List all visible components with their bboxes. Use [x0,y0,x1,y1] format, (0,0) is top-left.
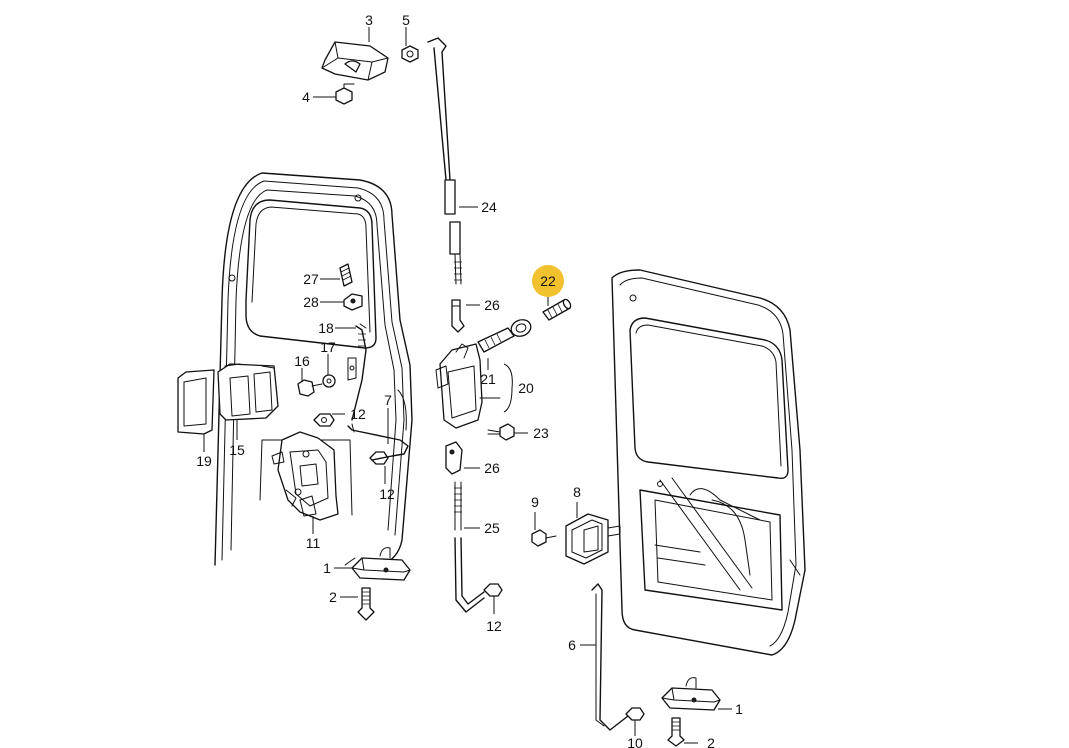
part-26-clip-upper [451,299,465,333]
callout-3: 3 [365,12,373,28]
callout-21: 21 [480,371,496,387]
part-2-bolt-b [667,717,685,747]
callout-labels: 3 5 4 24 22 27 28 26 18 16 17 21 20 7 12… [196,12,743,748]
part-18-rod [351,323,367,421]
part-26-clip-lower [445,441,463,475]
part-8-striker [565,513,621,565]
callout-24: 24 [481,199,497,215]
part-9-screw [531,529,557,547]
part-12-nut-c [483,583,503,597]
callout-1-b: 1 [735,701,743,717]
part-21-lock-cylinder [477,319,532,353]
callout-22: 22 [540,273,556,289]
callout-6: 6 [568,637,576,653]
callout-15: 15 [229,442,245,458]
part-1-bracket-a [351,547,411,581]
callout-12-c: 12 [486,618,502,634]
part-15-handle [217,363,279,421]
callout-11: 11 [306,535,321,551]
callout-1-a: 1 [323,560,331,576]
part-19-seal [177,369,215,435]
callout-9: 9 [531,494,539,510]
part-17-washer [322,374,336,388]
leader-lines [203,27,732,744]
callout-23: 23 [533,425,549,441]
part-20-handle-assembly [435,343,501,429]
callout-20: 20 [518,380,534,396]
part-12-nut-a [313,413,335,427]
callout-4: 4 [302,89,310,105]
callout-26-upper: 26 [484,297,500,313]
callout-26-lower: 26 [484,460,500,476]
part-10-nut [625,707,645,721]
part-25-rod [454,481,485,613]
callout-12-a: 12 [350,406,366,422]
part-24-rod [427,37,462,285]
part-11-lock [271,431,339,521]
part-1-bracket-b [661,677,721,711]
callout-2-a: 2 [329,589,337,605]
part-4-bolt [335,83,355,105]
right-door-shell [611,269,806,656]
callout-5: 5 [402,12,410,28]
callout-19: 19 [196,453,212,469]
callout-7: 7 [384,392,392,408]
callout-28: 28 [303,294,319,310]
callout-16: 16 [294,353,310,369]
part-28-clip [343,293,363,311]
callout-18: 18 [318,320,334,336]
callout-17: 17 [320,339,336,355]
part-16-bolt [297,379,323,397]
part-6-rod [591,583,629,731]
part-23-screw [487,423,515,441]
callout-10: 10 [627,735,643,748]
part-3-hinge-bracket [321,41,389,81]
callout-2-b: 2 [707,735,715,748]
part-22-sleeve [542,298,572,321]
part-2-bolt-a [357,587,375,621]
callout-27: 27 [303,271,319,287]
part-5-nut [401,45,419,63]
part-27-stud [339,263,353,287]
callout-12-b: 12 [379,486,395,502]
callout-25: 25 [484,520,500,536]
callout-8: 8 [573,484,581,500]
callout-22-highlight [532,265,564,297]
part-7-rod [347,423,409,461]
